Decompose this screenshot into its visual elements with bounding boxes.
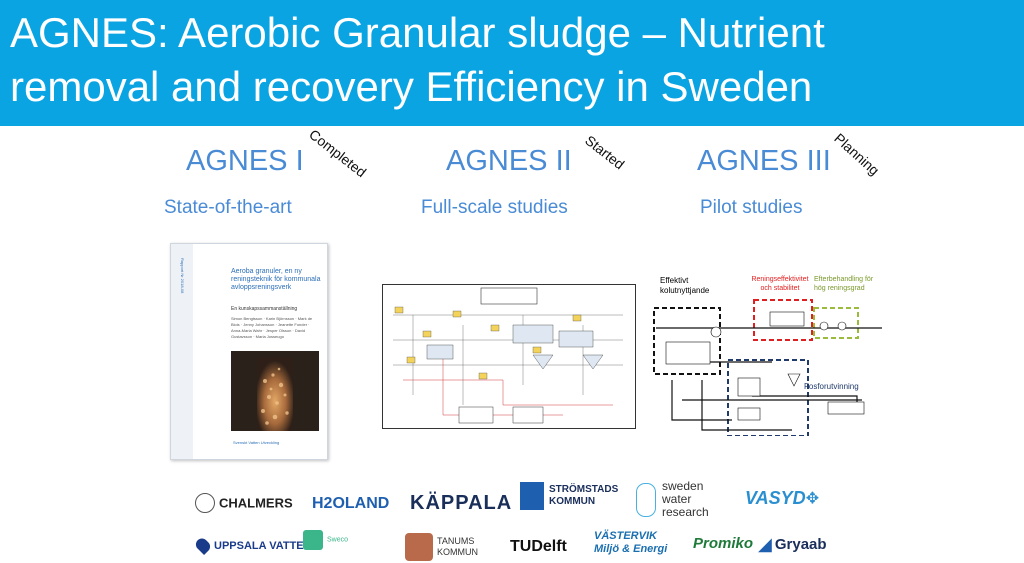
water-drop-icon bbox=[636, 482, 656, 517]
gryaab-wave-icon: ◢ bbox=[758, 534, 772, 554]
sweco-mark-icon bbox=[303, 530, 323, 550]
banner-title-line2: removal and recovery Efficiency in Swede… bbox=[10, 63, 813, 110]
label-fosfor: Fosforutvinning bbox=[804, 382, 859, 391]
logo-stromstad: STRÖMSTADS KOMMUN bbox=[520, 482, 618, 510]
vasyd-dots-icon: ✥ bbox=[805, 490, 820, 508]
phase-2-subtitle: Full-scale studies bbox=[421, 197, 568, 218]
phase-1-status: Completed bbox=[306, 126, 370, 181]
logo-sweden-water-research: sweden water research bbox=[636, 480, 732, 519]
logo-sweco: Sweco bbox=[303, 530, 348, 550]
granules-photo bbox=[231, 351, 319, 431]
tanum-rock-icon bbox=[405, 533, 433, 561]
label-effektivt: Effektivt kolutnyttjande bbox=[660, 276, 710, 295]
logo-h2oland: H2OLAND bbox=[312, 495, 390, 512]
process-concept-diagram: Effektivt kolutnyttjande Reningseffektiv… bbox=[652, 270, 885, 437]
report-title: Aeroba granuler, en ny reningsteknik för… bbox=[231, 268, 321, 291]
logo-tudelft: TUDelft bbox=[510, 538, 567, 555]
logo-tanums-kommun: TANUMS KOMMUN bbox=[405, 533, 487, 561]
title-banner: AGNES: Aerobic Granular sludge – Nutrien… bbox=[0, 0, 1024, 126]
label-efter: Efterbehandling för hög reningsgrad bbox=[814, 276, 874, 292]
report-spine-label: Rapport Nr 2018-08 bbox=[180, 258, 185, 294]
report-authors: Simon Bengtsson · Karin Björnsson · Mark… bbox=[231, 316, 313, 339]
banner-title-line1: AGNES: Aerobic Granular sludge – Nutrien… bbox=[10, 9, 825, 56]
label-rening: Reningseffektivitet och stabilitet bbox=[751, 276, 809, 292]
stromstad-crest-icon bbox=[520, 482, 544, 510]
logo-vasyd: VASYD✥ bbox=[745, 488, 820, 508]
full-scale-plant-diagram bbox=[382, 284, 636, 429]
report-publisher: Svenskt Vatten Utveckling bbox=[233, 440, 280, 445]
logo-promiko: Promiko bbox=[693, 535, 754, 552]
uppsala-drop-icon bbox=[193, 536, 213, 556]
logo-vastervik-miljo-energi: VÄSTERVIK Miljö & Energi bbox=[594, 530, 668, 555]
phase-1-subtitle: State-of-the-art bbox=[164, 197, 292, 218]
report-cover: Rapport Nr 2018-08 Aeroba granuler, en n… bbox=[170, 243, 328, 460]
report-subtitle: En kunskapssammanställning bbox=[231, 306, 298, 312]
phase-3-status: Planning bbox=[831, 130, 883, 179]
phase-2-status: Started bbox=[582, 132, 628, 173]
phase-3-title: AGNES III bbox=[697, 145, 831, 177]
logo-kappala: KÄPPALA bbox=[410, 492, 513, 514]
phase-2-title: AGNES II bbox=[446, 145, 572, 177]
chalmers-seal-icon bbox=[195, 493, 215, 513]
phase-1-title: AGNES I bbox=[186, 145, 304, 177]
logo-gryaab: ◢Gryaab bbox=[758, 534, 827, 554]
phase-3-subtitle: Pilot studies bbox=[700, 197, 803, 218]
logo-uppsala-vatten: UPPSALA VATTEN bbox=[193, 536, 312, 556]
logo-chalmers: CHALMERS bbox=[195, 493, 293, 513]
report-spine: Rapport Nr 2018-08 bbox=[171, 244, 193, 459]
